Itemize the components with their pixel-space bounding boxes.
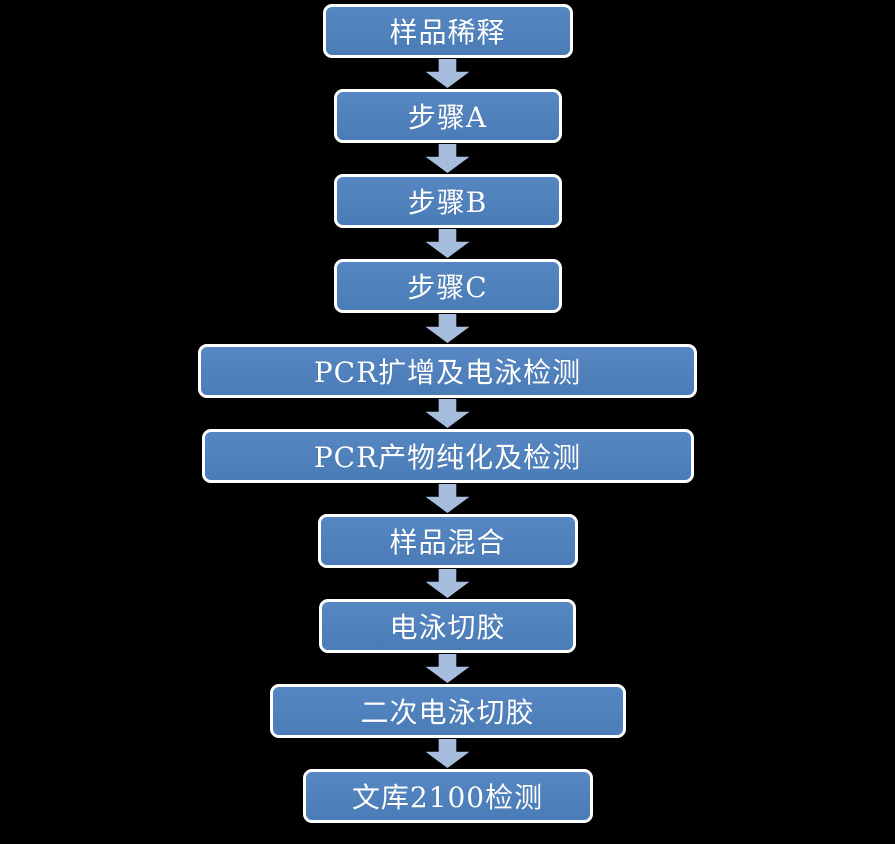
step-second-gel-cutting: 二次电泳切胶 — [269, 684, 626, 738]
step-label: 样品稀释 — [389, 16, 506, 49]
down-arrow-icon — [425, 59, 470, 88]
step-pcr-amplification-electrophoresis: PCR扩增及电泳检测 — [198, 344, 697, 398]
step-label: 步骤C — [407, 271, 488, 304]
down-arrow-icon — [425, 484, 470, 513]
step-label: PCR产物纯化及检测 — [313, 441, 582, 474]
down-arrow-icon — [425, 399, 470, 428]
down-arrow-icon — [425, 739, 470, 768]
step-a: 步骤A — [333, 89, 562, 143]
step-label: 步骤B — [407, 186, 488, 219]
down-arrow-icon — [425, 654, 470, 683]
down-arrow-icon — [425, 314, 470, 343]
step-sample-dilution: 样品稀释 — [322, 4, 573, 58]
step-label: 电泳切胶 — [389, 611, 506, 644]
step-label: 步骤A — [407, 101, 488, 134]
step-b: 步骤B — [333, 174, 562, 228]
step-label: PCR扩增及电泳检测 — [313, 356, 582, 389]
down-arrow-icon — [425, 569, 470, 598]
step-c: 步骤C — [333, 259, 562, 313]
down-arrow-icon — [425, 229, 470, 258]
step-library-2100-qc: 文库2100检测 — [302, 769, 593, 823]
step-sample-mixing: 样品混合 — [317, 514, 578, 568]
step-label: 二次电泳切胶 — [360, 696, 535, 729]
step-label: 文库2100检测 — [351, 781, 544, 814]
step-gel-cutting: 电泳切胶 — [319, 599, 576, 653]
step-pcr-product-purification: PCR产物纯化及检测 — [201, 429, 694, 483]
step-label: 样品混合 — [389, 526, 506, 559]
down-arrow-icon — [425, 144, 470, 173]
